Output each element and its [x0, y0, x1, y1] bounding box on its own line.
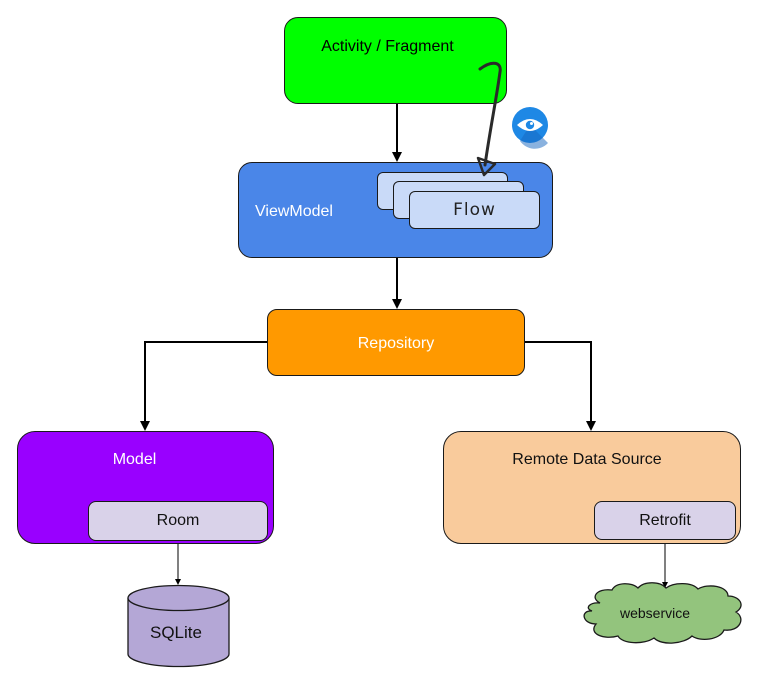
room-node[interactable]: Room: [88, 501, 268, 541]
repository-node[interactable]: Repository: [267, 309, 525, 376]
flow-node[interactable]: Flow: [409, 191, 540, 229]
webservice-cloud-icon[interactable]: [583, 582, 742, 644]
viewmodel-label: ViewModel: [255, 203, 333, 220]
flow-label: Flow: [453, 200, 496, 220]
model-label: Model: [112, 451, 157, 468]
retrofit-label: Retrofit: [639, 511, 691, 529]
activity-fragment-label: Activity / Fragment: [321, 37, 454, 55]
edge-repository-remote: [525, 341, 596, 431]
sqlite-database-icon[interactable]: [127, 584, 230, 668]
activity-fragment-node[interactable]: Activity / Fragment: [284, 17, 507, 104]
repository-label: Repository: [357, 334, 435, 352]
webservice-label: webservice: [620, 605, 691, 621]
sqlite-label: SQLite: [150, 623, 202, 642]
room-label: Room: [156, 512, 200, 529]
edge-repository-model: [140, 341, 267, 431]
remote-data-source-label: Remote Data Source: [512, 451, 662, 468]
retrofit-node[interactable]: Retrofit: [594, 501, 736, 540]
